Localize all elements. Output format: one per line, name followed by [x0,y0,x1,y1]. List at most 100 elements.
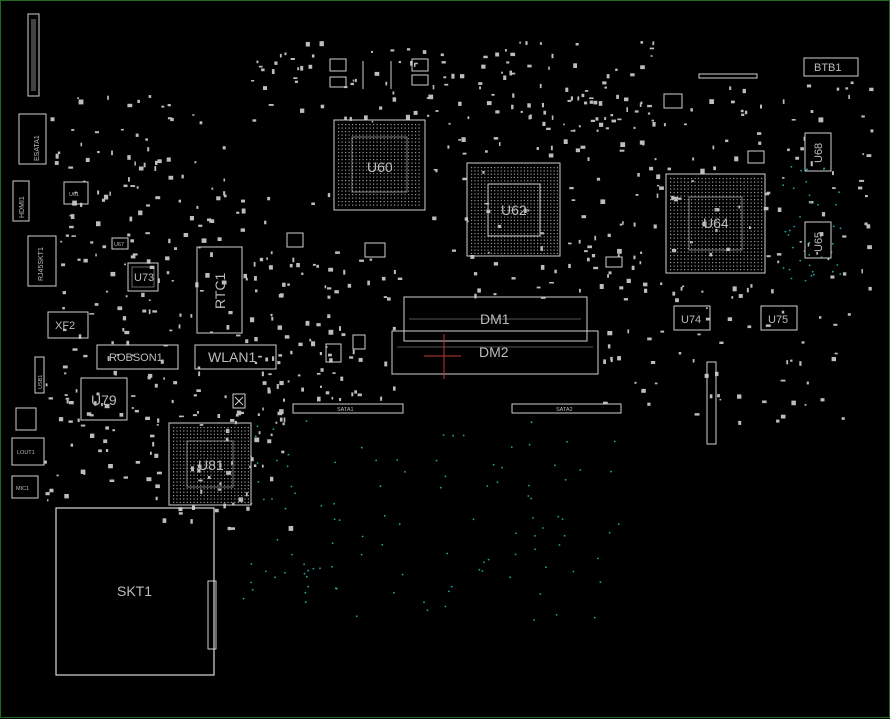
right-vertical-connector[interactable] [706,361,717,445]
left-top-connector[interactable] [27,13,40,97]
smd-pad [71,235,76,237]
smd-pad [654,158,657,161]
bga-ball [241,440,243,442]
bga-ball [733,237,735,239]
lout1-jack[interactable]: LOUT1 [11,437,45,466]
bga-ball [359,204,361,206]
smd-pad [635,194,639,196]
smd-pad [528,115,531,120]
bga-ball [507,209,509,212]
bga-ball [480,246,483,248]
skt1-socket[interactable]: SKT1 [55,507,217,676]
u75-chip[interactable]: U75 [760,305,798,331]
bga-ball [418,138,420,140]
smd-pad [540,232,544,235]
rtc1-battery[interactable]: RTC1 [196,246,243,334]
smd-pad [66,399,69,404]
hdmi1-connector[interactable]: HDMI1 [12,180,30,222]
u73-chip[interactable]: U73 [127,262,159,292]
smd-pad [117,306,123,311]
u60-bga[interactable]: U60 [333,119,426,211]
rj45skt1-connector[interactable]: RJ45SKT1 [27,235,57,287]
u74-chip[interactable]: U74 [673,305,711,331]
bga-ball [687,206,689,208]
bga-ball [736,248,738,250]
bga-ball [684,195,686,197]
wlan1-connector[interactable]: WLAN1 [194,344,277,370]
bga-ball [230,481,232,483]
bga-ball [247,440,249,442]
usb1-connector[interactable]: USB1 [34,356,45,394]
bga-ball [556,233,558,235]
robson1-connector[interactable]: ROBSON1 [96,344,179,370]
bga-ball [490,170,492,172]
bga-ball [207,461,209,463]
u65-chip[interactable]: U65 [804,221,832,259]
smd-pad [758,141,762,145]
bga-ball [504,216,506,218]
btb1-connector[interactable]: BTB1 [803,57,859,77]
bga-ball [355,148,357,150]
bga-ball [504,209,506,212]
mic1-jack[interactable]: MIC1 [11,475,39,499]
dm2-slot[interactable]: DM2 [391,330,599,379]
bga-ball [523,233,525,235]
u67-chip[interactable]: U67 [111,237,129,250]
test-via [375,459,377,462]
smd-pad [525,41,528,45]
bga-ball [523,229,525,231]
bga-ball [520,170,522,172]
bga-ball [517,196,519,198]
u68-chip[interactable]: U68 [804,132,832,172]
smd-pad [462,177,467,181]
bga-ball [743,269,745,271]
bga-ball [373,204,375,206]
bga-ball [241,427,243,429]
bga-ball [355,197,357,199]
bga-ball [362,134,364,136]
bga-ball [712,230,714,232]
u62-bga[interactable]: U62 [466,162,561,257]
bga-ball [355,173,357,175]
u79-chip[interactable]: U79 [80,377,128,421]
esata1-connector[interactable]: ESATA1 [18,113,47,165]
bga-ball [408,180,410,182]
bga-ball [183,461,185,463]
smd-pad [94,131,99,134]
test-via [496,481,499,484]
bga-ball [698,258,700,260]
bga-ball [712,192,714,194]
smd-pad [146,477,152,482]
sata1-connector[interactable]: SATA1 [292,403,404,414]
bga-ball [411,141,413,143]
bga-ball [380,190,382,192]
u61-chip[interactable]: U61 [63,181,89,205]
dm1-slot[interactable]: DM1 [403,296,588,342]
bga-ball [196,457,198,459]
left-small-connector[interactable] [15,407,37,431]
bga-ball [530,252,532,254]
bga-ball [193,474,195,476]
smd-pad [563,139,568,144]
smd-pad [413,110,418,115]
bga-ball [719,255,721,257]
u64-bga[interactable]: U64 [665,173,766,274]
xf2-component[interactable]: XF2 [47,311,89,339]
sata2-connector[interactable]: SATA2 [511,403,622,414]
u81-bga[interactable]: U81 [168,422,252,506]
smd-pad [316,372,321,375]
bga-ball [701,213,703,215]
bga-ball [497,173,499,175]
bga-ball [480,223,483,225]
bga-ball [203,498,205,500]
smd-pad [77,258,81,261]
small-x-component[interactable] [232,393,246,409]
smd-pad [236,334,241,337]
bga-ball [193,430,195,432]
smd-pad [867,245,872,250]
bga-ball [712,255,714,257]
bga-ball [404,204,406,206]
smd-pad [50,117,55,122]
bga-ball [490,190,492,192]
bga-ball [504,167,506,169]
